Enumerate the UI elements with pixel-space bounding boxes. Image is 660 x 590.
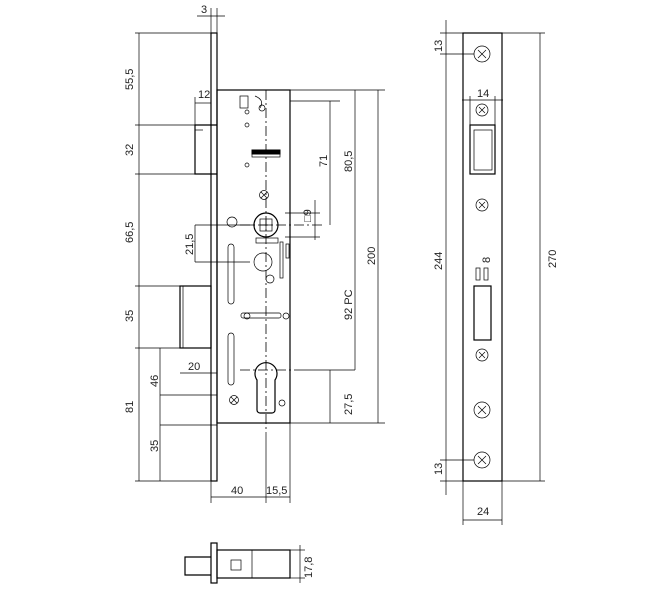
- lock-case: [216, 89, 291, 424]
- dim-screw-edge-top: 13: [433, 40, 445, 52]
- dim-bottom-view-height: 17,8: [303, 557, 315, 578]
- dim-distance-pc: 92 PC: [343, 289, 355, 320]
- dim-top-offset: 55,5: [124, 69, 136, 90]
- dim-case-top-to-spindle-80: 80,5: [343, 151, 355, 172]
- faceplate-side: [210, 32, 218, 482]
- dim-latch-to-spindle: 66,5: [124, 222, 136, 243]
- dim-backset: 40: [231, 485, 243, 497]
- dim-bolt-depth: 8: [481, 257, 493, 263]
- screw-lower: [473, 401, 491, 419]
- cylinder-cutout: [254, 362, 278, 414]
- dim-bolt-throw: 20: [188, 361, 200, 373]
- dim-latch-width: 14: [477, 88, 489, 100]
- dim-bottom-offset: 35: [149, 440, 161, 452]
- dim-cylinder-to-bottom: 27,5: [343, 394, 355, 415]
- dim-faceplate-length: 270: [547, 250, 559, 268]
- dim-screw-spacing: 244: [433, 252, 445, 270]
- dim-bolt-height: 35: [124, 310, 136, 322]
- dim-latch-height: 32: [124, 144, 136, 156]
- dim-latch-depth: 12: [198, 89, 210, 101]
- dim-spindle-offset: 21,5: [184, 234, 196, 255]
- dim-faceplate-width: 24: [477, 506, 489, 518]
- dim-case-height: 200: [366, 247, 378, 265]
- latch-bolt: [194, 124, 217, 175]
- latch-opening: [469, 124, 496, 175]
- dim-faceplate-thickness: 3: [201, 4, 207, 16]
- dim-bottom-case: 81: [124, 401, 136, 413]
- dim-spindle-square: □9: [302, 209, 314, 222]
- screw-head: [259, 190, 269, 200]
- dim-cylinder-from-bottom: 46: [149, 375, 161, 387]
- dim-screw-edge-bottom: 13: [433, 463, 445, 475]
- bottom-view: [184, 542, 305, 584]
- side-view: [135, 8, 385, 503]
- front-view: [440, 20, 545, 525]
- dim-case-top-to-spindle-71: 71: [318, 155, 330, 167]
- dim-cylinder-center: 15,5: [266, 485, 287, 497]
- bolt-opening: [473, 285, 492, 341]
- faceplate-front: [462, 32, 503, 482]
- dead-bolt: [179, 285, 212, 349]
